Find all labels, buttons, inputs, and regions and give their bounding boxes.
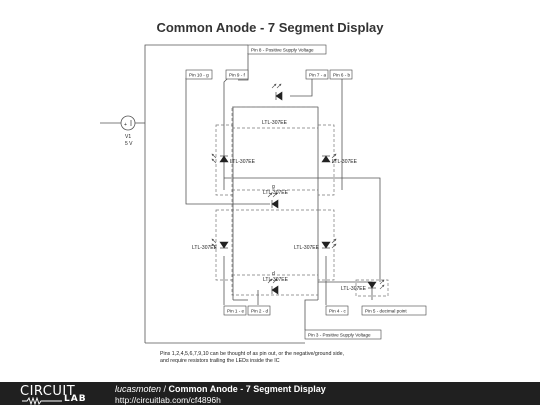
schematic: + (100, 44, 427, 344)
led-dp-label: LTL-307EE (341, 286, 367, 292)
footer-title: lucasmoten / Common Anode - 7 Segment Di… (115, 384, 326, 394)
led-g-icon (271, 199, 279, 209)
led-f-icon (219, 155, 229, 163)
pin-label-1: Pin 1 - e (227, 309, 245, 314)
note-line-2: and require resistors trailing the LEDs … (160, 358, 280, 364)
pin-label-4: Pin 4 - c (329, 309, 347, 314)
led-g-letter: g (272, 184, 275, 190)
component-labels: V1 5 V LTL-307EE LTL-307EE LTL-307EE g L… (125, 120, 367, 292)
v1-name: V1 (125, 134, 131, 140)
footer-url[interactable]: http://circuitlab.com/cf4896h (115, 395, 221, 405)
led-a-label: LTL-307EE (262, 120, 288, 126)
led-emission-arrows (211, 83, 385, 290)
pin-label-3: Pin 3 - Positive Supply Voltage (308, 333, 371, 338)
led-symbols (219, 91, 377, 295)
pin-labels: Pin 8 - Positive Supply Voltage Pin 10 -… (185, 44, 427, 340)
note: Pins 1,2,4,5,6,7,9,10 can be thought of … (160, 351, 400, 365)
v1-value: 5 V (125, 141, 133, 147)
led-e-icon (219, 241, 229, 249)
logo-text-bottom: LAB (64, 394, 87, 404)
led-c-icon (321, 241, 331, 249)
pin-label-10: Pin 10 - g (189, 73, 209, 78)
led-g-label: LTL-307EE (263, 190, 289, 196)
pin-label-7: Pin 7 - a (309, 73, 327, 78)
led-d-icon (271, 285, 279, 295)
led-e-label: LTL-307EE (192, 245, 218, 251)
plus-icon: + (124, 122, 127, 128)
led-a-icon (275, 91, 283, 101)
waveform-icon (22, 397, 62, 405)
footer-separator: / (161, 384, 169, 394)
led-dp-icon (367, 281, 377, 289)
footer: CIRCUIT LAB lucasmoten / Common Anode - … (0, 382, 540, 405)
led-f-label: LTL-307EE (230, 159, 256, 165)
pin-label-5: Pin 5 - decimal point (365, 309, 407, 314)
pin-label-8: Pin 8 - Positive Supply Voltage (251, 48, 314, 53)
pin-label-9: Pin 9 - f (229, 73, 246, 78)
footer-circuit-name: Common Anode - 7 Segment Display (168, 384, 326, 394)
led-packages (215, 106, 389, 297)
pin-label-2: Pin 2 - d (251, 309, 269, 314)
page-title: Common Anode - 7 Segment Display (156, 20, 384, 35)
logo-text-top: CIRCUIT (20, 384, 76, 399)
led-c-label: LTL-307EE (294, 245, 320, 251)
led-d-letter: d (272, 271, 275, 277)
note-line-1: Pins 1,2,4,5,6,7,9,10 can be thought of … (160, 351, 345, 357)
circuitlab-logo[interactable]: CIRCUIT LAB (20, 384, 100, 405)
led-b-icon (321, 155, 331, 163)
led-d-label: LTL-307EE (263, 277, 289, 283)
led-b-label: LTL-307EE (332, 159, 358, 165)
voltage-source-v1: + (100, 115, 145, 131)
pin-label-6: Pin 6 - b (333, 73, 351, 78)
footer-user[interactable]: lucasmoten (115, 384, 162, 394)
